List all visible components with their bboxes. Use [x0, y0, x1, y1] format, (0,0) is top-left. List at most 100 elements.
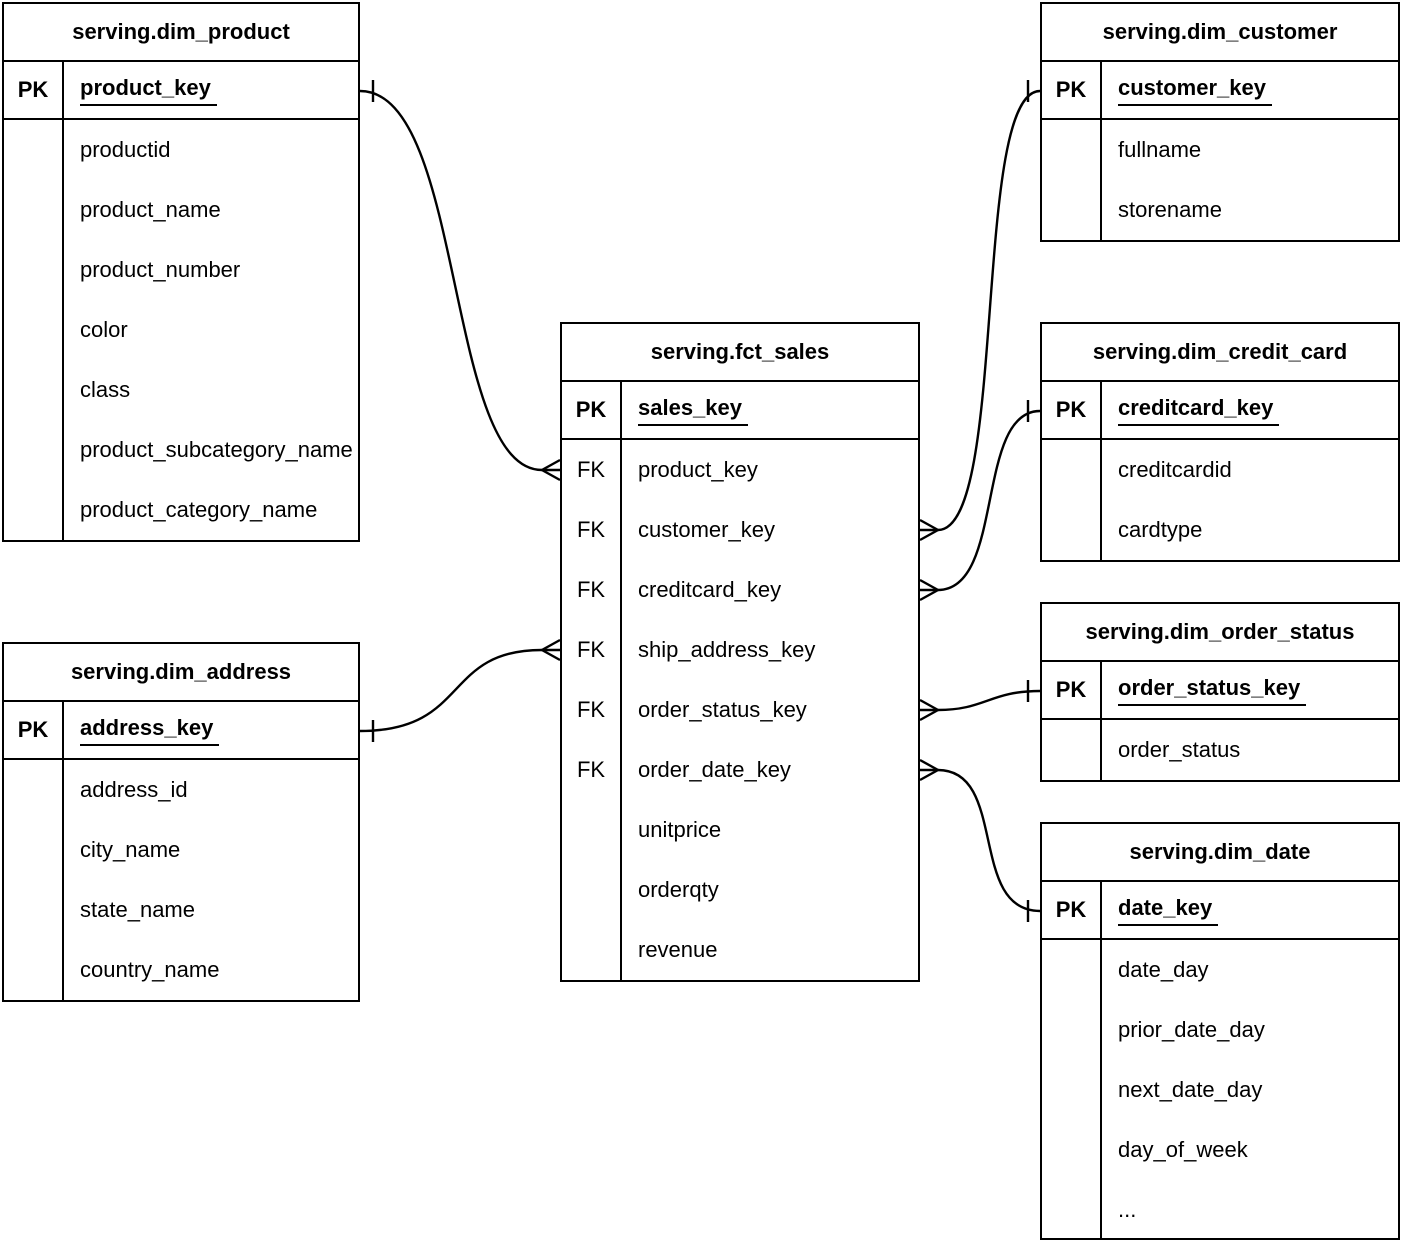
table-fields: date_day prior_date_day next_date_day day_o… [1042, 940, 1398, 1240]
pk-field: date_key [1102, 882, 1398, 938]
key-spacer [4, 480, 64, 540]
key-spacer [562, 800, 622, 860]
pk-row: PK date_key [1042, 882, 1398, 940]
field-name: date_day [1118, 957, 1209, 982]
field-name: city_name [80, 837, 181, 862]
field-row: FK product_key [562, 440, 918, 500]
key-spacer [1042, 500, 1102, 560]
pk-field: order_status_key [1102, 662, 1398, 718]
key-spacer [562, 860, 622, 920]
field-name: ship_address_key [638, 637, 816, 662]
field-row: fullname [1042, 120, 1398, 180]
field-row: address_id [4, 760, 358, 820]
field-row: prior_date_day [1042, 1000, 1398, 1060]
fk-label: FK [562, 620, 622, 680]
field-name: prior_date_day [1118, 1017, 1265, 1042]
fk-label: FK [562, 740, 622, 800]
relation-address [359, 638, 561, 742]
pk-row: PK product_key [4, 62, 358, 120]
many-cardinality-marker [919, 578, 941, 602]
field-name: address_id [80, 777, 188, 802]
pk-label: PK [1042, 882, 1102, 938]
many-cardinality-marker [919, 698, 941, 722]
entity-table-dim-address: serving.dim_address PK address_key addre… [2, 642, 360, 1002]
field-name: productid [80, 137, 171, 162]
entity-table-dim-credit-card: serving.dim_credit_card PK creditcard_ke… [1040, 322, 1400, 562]
fk-label: FK [562, 500, 622, 560]
field-row: color [4, 300, 358, 360]
pk-label: PK [562, 382, 622, 438]
field-row: product_name [4, 180, 358, 240]
field-name: product_subcategory_name [80, 437, 353, 462]
field-row: order_status [1042, 720, 1398, 780]
relation-credit [919, 400, 1041, 602]
field-row: orderqty [562, 860, 918, 920]
field-name: revenue [638, 937, 718, 962]
field-row: FK customer_key [562, 500, 918, 560]
many-cardinality-marker [919, 518, 941, 542]
field-name: product_name [80, 197, 221, 222]
pk-field: sales_key [622, 382, 918, 438]
field-name: order_status_key [638, 697, 807, 722]
pk-row: PK customer_key [1042, 62, 1398, 120]
field-row: FK ship_address_key [562, 620, 918, 680]
field-name: cardtype [1118, 517, 1203, 542]
relation-date [919, 758, 1041, 922]
field-row: product_subcategory_name [4, 420, 358, 480]
field-name: state_name [80, 897, 195, 922]
field-row: class [4, 360, 358, 420]
field-row: country_name [4, 940, 358, 1000]
pk-label: PK [1042, 662, 1102, 718]
field-name: orderqty [638, 877, 719, 902]
field-name: next_date_day [1118, 1077, 1263, 1102]
key-spacer [1042, 120, 1102, 180]
pk-label: PK [1042, 62, 1102, 118]
many-cardinality-marker [539, 458, 561, 482]
key-spacer [562, 920, 622, 980]
key-spacer [4, 120, 64, 180]
key-spacer [4, 300, 64, 360]
key-spacer [1042, 1180, 1102, 1240]
key-spacer [1042, 180, 1102, 240]
pk-label: PK [4, 62, 64, 118]
field-name: product_key [638, 457, 758, 482]
entity-table-dim-order-status: serving.dim_order_status PK order_status… [1040, 602, 1400, 782]
field-row: date_day [1042, 940, 1398, 1000]
field-row: day_of_week [1042, 1120, 1398, 1180]
field-row: storename [1042, 180, 1398, 240]
key-spacer [4, 240, 64, 300]
field-name: country_name [80, 957, 220, 982]
fk-label: FK [562, 560, 622, 620]
field-row: creditcardid [1042, 440, 1398, 500]
field-row: unitprice [562, 800, 918, 860]
relation-customer [919, 80, 1041, 542]
field-row: revenue [562, 920, 918, 980]
field-name: creditcardid [1118, 457, 1232, 482]
many-cardinality-marker [919, 758, 941, 782]
fk-label: FK [562, 680, 622, 740]
pk-row: PK sales_key [562, 382, 918, 440]
field-name: product_number [80, 257, 241, 282]
field-name: storename [1118, 197, 1222, 222]
field-name: customer_key [638, 517, 775, 542]
pk-field: address_key [64, 702, 358, 758]
pk-field: creditcard_key [1102, 382, 1398, 438]
table-title: serving.dim_customer [1042, 4, 1398, 62]
field-name: product_category_name [80, 497, 318, 522]
key-spacer [4, 420, 64, 480]
field-row: cardtype [1042, 500, 1398, 560]
fk-label: FK [562, 440, 622, 500]
pk-row: PK address_key [4, 702, 358, 760]
key-spacer [4, 760, 64, 820]
field-name: class [80, 377, 131, 402]
key-spacer [1042, 940, 1102, 1000]
pk-field: product_key [64, 62, 358, 118]
field-row: next_date_day [1042, 1060, 1398, 1120]
field-row: city_name [4, 820, 358, 880]
relation-product [359, 80, 561, 482]
